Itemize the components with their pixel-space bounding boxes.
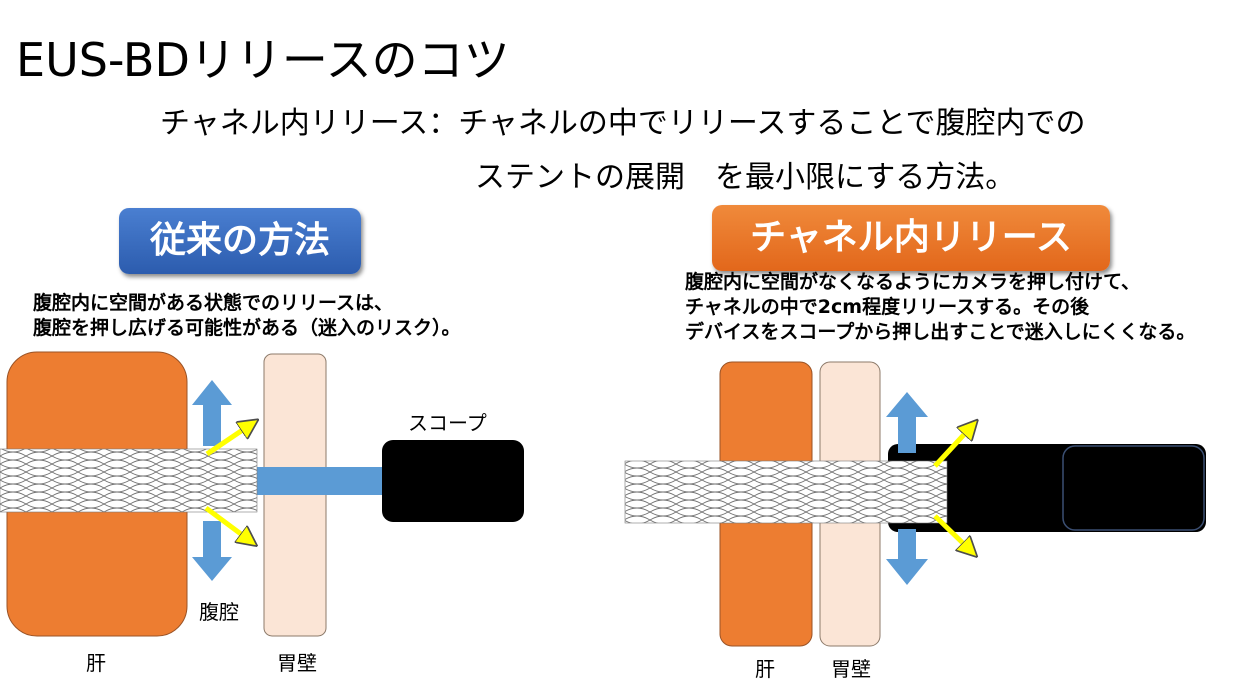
subtitle-line-2: ステントの展開 を最小限にする方法。	[475, 160, 1016, 195]
right-yellow-arrow-down	[933, 514, 970, 550]
right-stomach-wall-label: 胃壁	[831, 657, 871, 681]
left-yellow-arrow-up	[205, 425, 250, 457]
in-channel-release-badge: チャネル内リリース	[712, 205, 1110, 271]
left-scope-channel	[250, 467, 390, 495]
right-stent-mesh	[624, 460, 948, 524]
left-blue-arrow-up	[192, 380, 232, 446]
conventional-method-description: 腹腔内に空間がある状態でのリリースは、 腹腔を押し広げる可能性がある（迷入のリス…	[33, 291, 461, 341]
stent-release-diagram	[0, 351, 1206, 647]
right-liver-label: 肝	[755, 657, 775, 681]
in-channel-desc-line-3: デバイスをスコープから押し出すことで迷入しにくくなる。	[685, 321, 1196, 343]
right-scope-tip	[1062, 445, 1205, 531]
left-liver-label: 肝	[86, 651, 106, 675]
page-title: EUS-BDリリースのコツ	[16, 33, 510, 87]
in-channel-release-description: 腹腔内に空間がなくなるようにカメラを押し付けて、 チャネルの中で2cm程度リリー…	[685, 270, 1195, 345]
left-scope	[382, 440, 524, 522]
conventional-method-badge: 従来の方法	[119, 208, 361, 274]
right-blue-arrow-up	[886, 392, 928, 453]
left-yellow-arrow-down	[204, 505, 249, 540]
conventional-desc-line-1: 腹腔内に空間がある状態でのリリースは、	[33, 292, 394, 314]
right-yellow-arrow-up	[933, 427, 971, 468]
in-channel-desc-line-1: 腹腔内に空間がなくなるようにカメラを押し付けて、	[685, 271, 1141, 293]
left-cavity-label: 腹腔	[199, 600, 239, 624]
in-channel-desc-line-2: チャネルの中で2cm程度リリースする。その後	[685, 296, 1090, 318]
right-blue-arrow-down	[886, 529, 928, 585]
left-stent-mesh	[0, 448, 258, 513]
left-blue-arrow-down	[192, 521, 232, 581]
left-scope-label: スコープ	[408, 411, 487, 435]
subtitle-line-1: チャネル内リリース：チャネルの中でリリースすることで腹腔内での	[160, 106, 1086, 141]
conventional-desc-line-2: 腹腔を押し広げる可能性がある（迷入のリスク）。	[33, 317, 461, 339]
left-stomach-wall-label: 胃壁	[277, 651, 317, 675]
